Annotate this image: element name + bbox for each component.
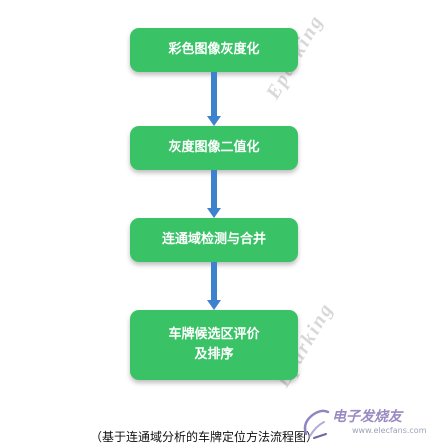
arrow-head bbox=[207, 208, 221, 218]
arrow-shaft bbox=[211, 262, 217, 300]
logo-swoosh-icon bbox=[303, 409, 330, 439]
step-grayscale-conversion: 彩色图像灰度化 bbox=[130, 28, 298, 72]
step-label: 彩色图像灰度化 bbox=[168, 41, 260, 57]
step-label-line-2: 及排序 bbox=[194, 347, 234, 362]
step-candidate-evaluation: 车牌候选区评价 及排序 bbox=[130, 310, 298, 380]
step-label-line-1: 车牌候选区评价 bbox=[168, 326, 260, 342]
logo-name: 电子发烧友 bbox=[332, 409, 402, 425]
logo-url: www.elecfans.com bbox=[352, 426, 427, 435]
step-binarization: 灰度图像二值化 bbox=[130, 126, 298, 170]
down-arrow bbox=[207, 72, 221, 126]
figure-caption: （基于连通域分析的车牌定位方法流程图） bbox=[90, 430, 319, 444]
step-connected-component-detection: 连通域检测与合并 bbox=[130, 218, 298, 262]
step-label: 连通域检测与合并 bbox=[161, 231, 266, 247]
step-label-block: 车牌候选区评价 及排序 bbox=[168, 325, 259, 365]
arrow-head bbox=[207, 300, 221, 310]
down-arrow bbox=[207, 262, 221, 310]
arrow-shaft bbox=[211, 72, 217, 116]
step-label: 灰度图像二值化 bbox=[168, 139, 260, 155]
arrow-head bbox=[207, 116, 221, 126]
down-arrow bbox=[207, 170, 221, 218]
site-logo: 电子发烧友 www.elecfans.com bbox=[300, 404, 432, 444]
arrow-shaft bbox=[211, 170, 217, 208]
